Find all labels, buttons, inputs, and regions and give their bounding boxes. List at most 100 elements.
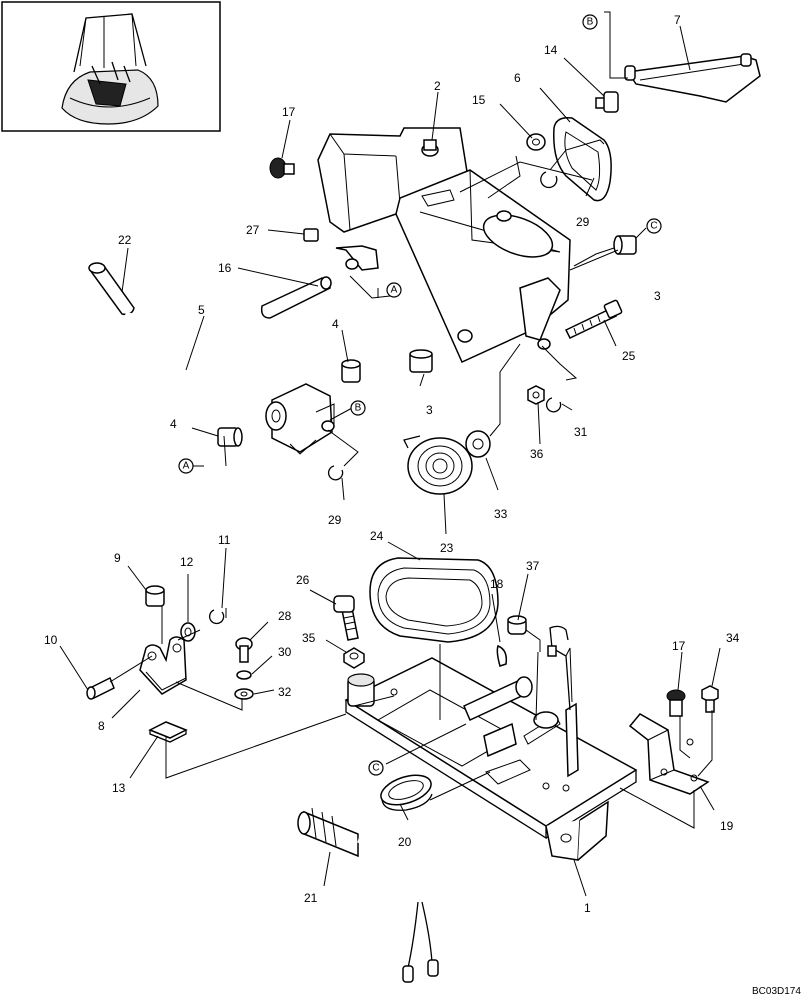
part-29-clip-lower [327, 465, 344, 481]
part-22-grip [88, 262, 135, 316]
callout-29-lower: 29 [328, 513, 342, 527]
part-24-boot [369, 557, 499, 643]
part-36-nut [527, 385, 545, 405]
callout-1: 1 [584, 901, 591, 915]
callout-8: 8 [98, 719, 105, 733]
callout-11: 11 [218, 533, 231, 547]
callout-23: 23 [440, 541, 454, 555]
part-3-bushing-lower [409, 349, 433, 373]
part-32-washer [234, 688, 254, 700]
callout-9: 9 [114, 551, 121, 565]
drawing-code: BC03D174 [752, 986, 801, 997]
callout-12: 12 [180, 555, 194, 569]
part-4-bushing-lower [217, 427, 243, 447]
callout-14: 14 [544, 43, 558, 57]
svg-text:A: A [183, 461, 190, 472]
callout-13: 13 [112, 781, 126, 795]
svg-text:B: B [355, 403, 362, 414]
part-29-clip-upper [540, 171, 558, 189]
callout-35: 35 [302, 631, 316, 645]
ref-marker-a-lever: A [178, 458, 194, 474]
cab-inset [1, 1, 221, 132]
svg-text:C: C [372, 763, 379, 774]
svg-text:A: A [391, 285, 398, 296]
part-2-main-bracket [317, 127, 571, 363]
ref-marker-c-lower: C [368, 760, 384, 776]
callout-33: 33 [494, 507, 508, 521]
part-21-switch [297, 807, 439, 983]
part-16-pin [260, 276, 332, 319]
part-1-base-plate [344, 625, 638, 861]
part-28-screw [235, 637, 253, 663]
part-13-pad [148, 721, 188, 743]
part-34-bolt [701, 685, 719, 713]
part-20-grommet [380, 774, 433, 811]
svg-text:B: B [587, 17, 594, 28]
part-11-clip [208, 609, 225, 625]
callout-15: 15 [472, 93, 486, 107]
part-12-washer [180, 622, 196, 642]
svg-text:C: C [650, 221, 657, 232]
ref-marker-b-top: B [582, 14, 598, 30]
part-15-washer [526, 133, 546, 151]
callout-28: 28 [278, 609, 292, 623]
callout-17-upper: 17 [282, 105, 296, 119]
callout-4-lower: 4 [170, 417, 177, 431]
part-4-bushing-upper [341, 359, 361, 383]
callout-31: 31 [574, 425, 588, 439]
reference-markers: B C A B A C [178, 14, 662, 776]
callout-17-lower: 17 [672, 639, 686, 653]
callout-36: 36 [530, 447, 544, 461]
callout-20: 20 [398, 835, 412, 849]
part-26-bolt [333, 595, 359, 641]
callout-29-upper: 29 [576, 215, 590, 229]
part-23-spring [403, 435, 473, 495]
ref-marker-c-upper: C [646, 218, 662, 234]
part-6-pedal-loop [553, 116, 612, 202]
part-35-nut [343, 647, 365, 669]
callout-24: 24 [370, 529, 384, 543]
callout-16: 16 [218, 261, 232, 275]
part-30-lock-washer [236, 670, 252, 680]
callout-30: 30 [278, 645, 292, 659]
part-27-set-screw [303, 228, 319, 242]
part-31-washer [545, 397, 562, 413]
part-18-pin [496, 645, 508, 667]
callout-labels: 7 14 6 15 2 17 29 27 22 16 3 5 4 25 3 4 … [44, 13, 740, 915]
part-5-hand-lever [124, 312, 335, 455]
part-37-plug [507, 615, 527, 635]
leader-lines [59, 11, 721, 897]
callout-6: 6 [514, 71, 521, 85]
callout-22: 22 [118, 233, 132, 247]
callout-3-lower: 3 [426, 403, 433, 417]
part-33-washer [465, 430, 491, 458]
part-3-bushing-upper [613, 235, 637, 255]
ref-marker-a-upper: A [386, 282, 402, 298]
part-7-pedal-bar [624, 53, 761, 103]
part-25-bolt [564, 299, 623, 339]
callout-3-upper: 3 [654, 289, 661, 303]
part-17-knob-lower [666, 689, 686, 717]
part-10-pin [86, 676, 115, 700]
callout-10: 10 [44, 633, 58, 647]
part-14-bolt [595, 91, 619, 113]
callout-19: 19 [720, 819, 734, 833]
callout-5: 5 [198, 303, 205, 317]
part-17-knob-upper [269, 157, 295, 179]
part-19-bracket [628, 713, 710, 795]
part-8-bracket [139, 636, 187, 695]
part-9-bushing [145, 585, 165, 607]
callout-27: 27 [246, 223, 260, 237]
callout-25: 25 [622, 349, 636, 363]
ref-marker-b-lever: B [350, 400, 366, 416]
callout-32: 32 [278, 685, 292, 699]
callout-18: 18 [490, 577, 504, 591]
callout-34: 34 [726, 631, 740, 645]
callout-26: 26 [296, 573, 310, 587]
callout-4-upper: 4 [332, 317, 339, 331]
callout-2: 2 [434, 79, 441, 93]
callout-37: 37 [526, 559, 540, 573]
callout-21: 21 [304, 891, 318, 905]
cab-inset-icon [61, 13, 159, 125]
